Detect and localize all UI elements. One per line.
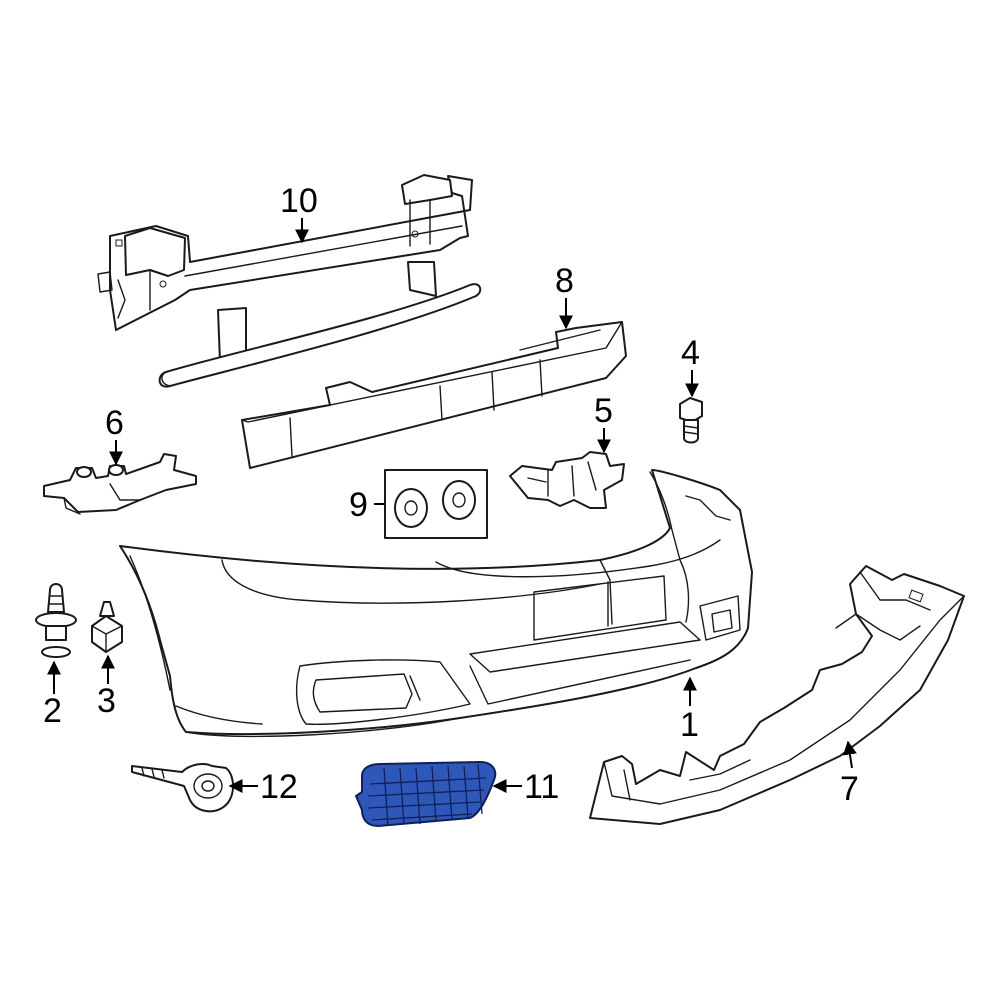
callout-7: 7 bbox=[840, 770, 859, 808]
part-8-energy-absorber[interactable] bbox=[241, 321, 627, 469]
callout-4: 4 bbox=[681, 334, 700, 372]
callout-2: 2 bbox=[43, 692, 62, 730]
callout-5: 5 bbox=[594, 392, 613, 430]
callout-11: 11 bbox=[524, 768, 559, 806]
part-10-foam-tube[interactable] bbox=[158, 283, 482, 388]
part-5-right-bracket[interactable] bbox=[509, 451, 625, 509]
callout-numbers: 10 8 4 6 5 9 2 3 1 7 12 11 bbox=[43, 182, 859, 808]
callout-9: 9 bbox=[349, 486, 368, 524]
part-4-bolt[interactable] bbox=[679, 397, 703, 444]
leader-arrows bbox=[47, 218, 857, 793]
part-12-wiring-harness[interactable] bbox=[131, 763, 234, 813]
part-2-push-pin[interactable] bbox=[35, 583, 77, 658]
part-11-grille[interactable] bbox=[354, 760, 497, 828]
part-6-left-bracket[interactable] bbox=[43, 453, 197, 515]
callout-8: 8 bbox=[555, 262, 574, 300]
callout-3: 3 bbox=[97, 682, 116, 720]
part-7-lower-valance[interactable] bbox=[589, 565, 965, 825]
part-1-bumper-cover[interactable] bbox=[119, 469, 753, 738]
part-9-kit-box[interactable] bbox=[384, 469, 488, 539]
part-10-reinforcement-bar[interactable] bbox=[97, 174, 473, 363]
callout-10: 10 bbox=[280, 182, 318, 220]
callout-1: 1 bbox=[680, 706, 699, 744]
part-3-nut[interactable] bbox=[91, 601, 123, 653]
leader-7 bbox=[842, 740, 857, 769]
callout-6: 6 bbox=[105, 404, 124, 442]
callout-12: 12 bbox=[260, 768, 298, 806]
